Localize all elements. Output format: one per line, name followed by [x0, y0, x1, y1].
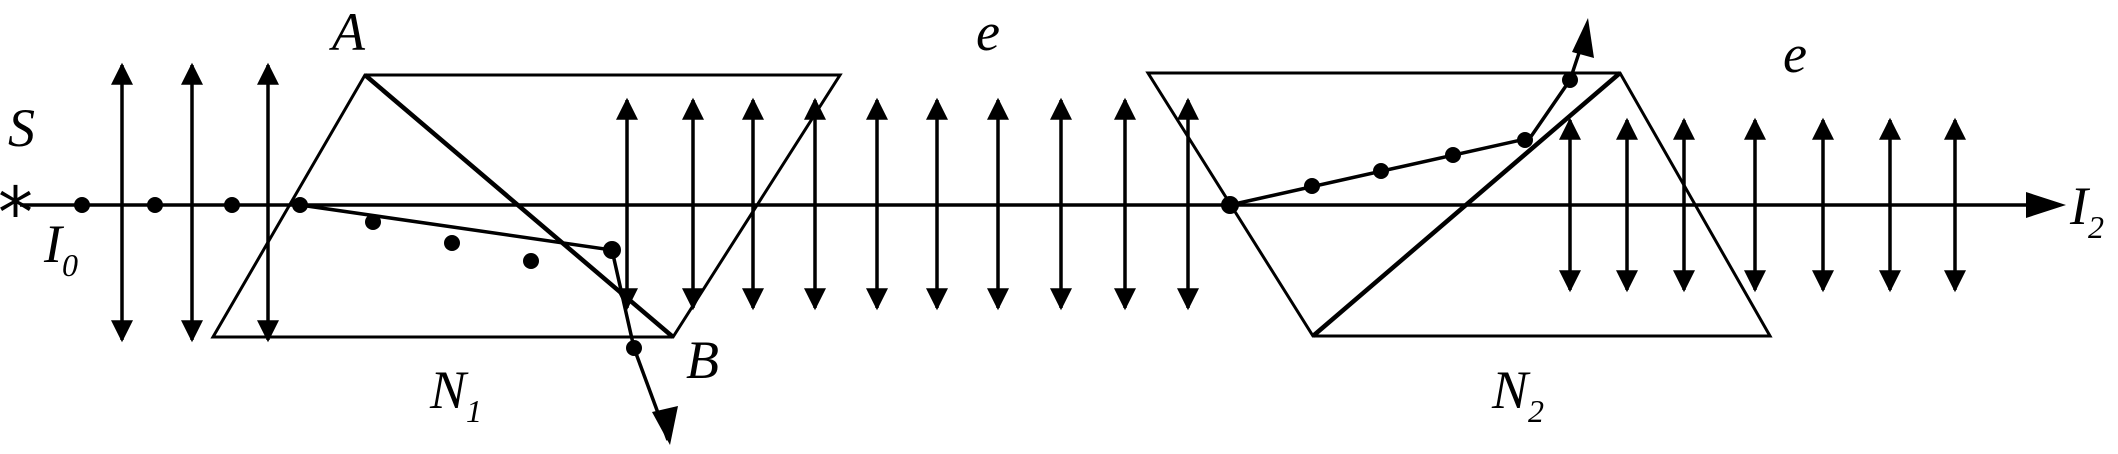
label-extraordinary-2: e	[1783, 24, 1807, 84]
optical-axis-arrowhead	[2026, 192, 2066, 218]
ordinary-dot-6	[626, 340, 642, 356]
ordinary-dot-3	[444, 235, 460, 251]
incident-dots	[74, 197, 240, 213]
incident-dot-3	[224, 197, 240, 213]
prism-n2-outline	[1145, 71, 1773, 338]
ordinary-dot-1	[292, 197, 308, 213]
e-ray-arrows-between	[616, 97, 1199, 311]
n2-dot-1	[1221, 196, 1239, 214]
ordinary-dot-5	[603, 241, 621, 259]
e-ray-arrows-after	[1559, 117, 1966, 293]
label-prism-n1: N1	[429, 360, 482, 429]
n2-dot-2	[1304, 178, 1320, 194]
ordinary-ray-n2	[1221, 18, 1594, 214]
label-intensity-out: I2	[2069, 176, 2104, 245]
prism-n2-interface	[1311, 71, 1622, 338]
incident-dot-2	[147, 197, 163, 213]
label-vertex-b: B	[686, 330, 719, 390]
label-prism-n2: N2	[1491, 360, 1544, 429]
ordinary-ray-n1-arrowhead	[652, 406, 678, 445]
n2-dot-4	[1445, 147, 1461, 163]
ordinary-ray-n2-arrowhead	[1572, 18, 1594, 58]
incident-vertical-arrows	[111, 62, 279, 343]
ordinary-dot-2	[365, 214, 381, 230]
ordinary-ray-n1	[292, 197, 678, 445]
label-extraordinary-1: e	[976, 2, 1000, 62]
n2-dot-5	[1517, 132, 1533, 148]
incident-dot-1	[74, 197, 90, 213]
label-intensity-in: I0	[43, 214, 78, 283]
label-source: S	[8, 98, 35, 158]
n2-dot-3	[1373, 163, 1389, 179]
ordinary-dot-4	[523, 253, 539, 269]
label-vertex-a: A	[329, 2, 366, 62]
ordinary-ray-n1-path	[299, 203, 636, 349]
label-source-marker: *	[0, 172, 33, 254]
n2-dot-6	[1562, 72, 1578, 88]
prism-n2	[1145, 71, 1773, 338]
